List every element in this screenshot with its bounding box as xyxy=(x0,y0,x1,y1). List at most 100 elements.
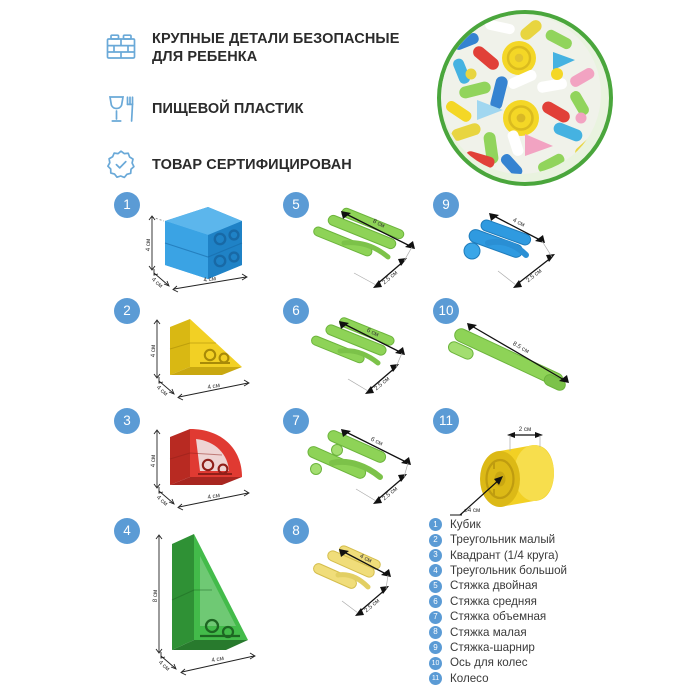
legend-number-badge: 6 xyxy=(429,595,442,609)
part-figure-7: 6 см 2.5 см xyxy=(292,417,432,512)
legend-item: 8 Стяжка малая xyxy=(429,625,691,640)
legend-number-badge: 7 xyxy=(429,610,442,624)
part-figure-8: 4 см 2.5 см xyxy=(292,533,432,628)
legend-item: 3 Квадрант (1/4 круга) xyxy=(429,548,691,563)
dim-height-3: 4 см xyxy=(150,455,157,468)
dim-depth-4: 4 см xyxy=(157,659,171,672)
feature-label: КРУПНЫЕ ДЕТАЛИ БЕЗОПАСНЫЕ ДЛЯ РЕБЕНКА xyxy=(152,30,400,65)
dim-width-11: 2 см xyxy=(519,426,532,433)
dim-width-2: 4 см xyxy=(207,382,221,391)
feature-item-food-safe: ПИЩЕВОЙ ПЛАСТИК xyxy=(100,84,430,134)
dim-width-5: 2.5 см xyxy=(381,269,399,286)
part-cell-5: 5 xyxy=(283,192,309,218)
part-number-badge: 2 xyxy=(114,298,140,324)
legend-item: 6 Стяжка средняя xyxy=(429,594,691,609)
part-figure-1: 4 см 4 см 4 см xyxy=(130,199,265,299)
part-figure-2: 4 см 4 см 4 см xyxy=(130,305,265,405)
legend-number-badge: 8 xyxy=(429,625,442,639)
part-cell-10: 10 xyxy=(433,298,459,324)
feature-item-large-parts: КРУПНЫЕ ДЕТАЛИ БЕЗОПАСНЫЕ ДЛЯ РЕБЕНКА xyxy=(100,18,430,78)
part-cell-7: 7 xyxy=(283,408,309,434)
legend-label: Колесо xyxy=(450,671,489,685)
part-number-badge: 9 xyxy=(433,192,459,218)
legend-item: 7 Стяжка объемная xyxy=(429,609,691,624)
dim-width-8: 2.5 см xyxy=(363,597,381,614)
dim-length-9: 4 см xyxy=(512,217,526,229)
legend-label: Треугольник малый xyxy=(450,533,556,547)
parts-legend: 1 Кубик 2 Треугольник малый 3 Квадрант (… xyxy=(429,517,691,686)
dim-width-7: 2.5 см xyxy=(381,485,399,502)
legend-number-badge: 5 xyxy=(429,579,442,593)
part-cell-2: 2 xyxy=(114,298,140,324)
part-number-badge: 8 xyxy=(283,518,309,544)
part-cell-4: 4 xyxy=(114,518,140,544)
food-safe-glass-fork-icon xyxy=(100,86,142,132)
legend-item: 2 Треугольник малый xyxy=(429,532,691,547)
dim-width-6: 2.5 см xyxy=(373,375,391,392)
part-number-badge: 1 xyxy=(114,192,140,218)
legend-number-badge: 1 xyxy=(429,518,442,532)
dim-diameter-11: ⌀4 см xyxy=(464,507,480,514)
legend-label: Стяжка-шарнир xyxy=(450,641,535,655)
dim-length-8: 4 см xyxy=(359,553,373,565)
legend-item: 4 Треугольник большой xyxy=(429,563,691,578)
dim-width-9: 2.5 см xyxy=(525,268,543,284)
part-number-badge: 7 xyxy=(283,408,309,434)
part-figure-3: 4 см 4 см 4 см xyxy=(130,415,265,515)
legend-label: Стяжка средняя xyxy=(450,594,537,608)
dim-height-4: 8 см xyxy=(152,590,159,603)
legend-number-badge: 4 xyxy=(429,564,442,578)
legend-number-badge: 2 xyxy=(429,533,442,547)
legend-item: 9 Стяжка-шарнир xyxy=(429,640,691,655)
part-figure-6: 6 см 2.5 см xyxy=(292,309,432,404)
legend-item: 11 Колесо xyxy=(429,671,691,686)
dim-length-7: 6 см xyxy=(369,436,383,448)
dim-depth-1: 4 см xyxy=(150,276,164,289)
lego-brick-icon xyxy=(100,25,142,71)
part-figure-4: 8 см 4 см 4 см xyxy=(130,522,270,676)
legend-number-badge: 10 xyxy=(429,656,442,670)
parts-grid: 1 xyxy=(0,185,700,676)
part-number-badge: 4 xyxy=(114,518,140,544)
certified-badge-icon xyxy=(100,142,142,188)
legend-item: 1 Кубик xyxy=(429,517,691,532)
dim-length-6: 6 см xyxy=(365,327,379,339)
legend-label: Треугольник большой xyxy=(450,564,568,578)
feature-label: ТОВАР СЕРТИФИЦИРОВАН xyxy=(152,156,352,173)
part-cell-3: 3 xyxy=(114,408,140,434)
part-figure-9: 4 см 2.5 см xyxy=(444,203,584,298)
part-number-badge: 6 xyxy=(283,298,309,324)
part-cell-1: 1 xyxy=(114,192,140,218)
dim-height-1: 4 см xyxy=(145,239,152,252)
part-cell-11: 11 xyxy=(433,408,459,434)
product-photo-image xyxy=(441,14,609,182)
feature-list: КРУПНЫЕ ДЕТАЛИ БЕЗОПАСНЫЕ ДЛЯ РЕБЕНКА ПИ… xyxy=(100,18,430,196)
part-number-badge: 5 xyxy=(283,192,309,218)
part-cell-6: 6 xyxy=(283,298,309,324)
legend-number-badge: 3 xyxy=(429,548,442,562)
product-photo-circle xyxy=(437,10,613,186)
legend-label: Кубик xyxy=(450,517,481,531)
dim-depth-2: 4 см xyxy=(155,384,169,397)
dim-width-3: 4 см xyxy=(207,492,221,501)
legend-label: Стяжка двойная xyxy=(450,579,538,593)
legend-item: 10 Ось для колес xyxy=(429,656,691,671)
dim-width-4: 4 см xyxy=(211,655,225,664)
feature-item-certified: ТОВАР СЕРТИФИЦИРОВАН xyxy=(100,140,430,190)
part-number-badge: 11 xyxy=(433,408,459,434)
part-figure-10: 8.5 см xyxy=(440,309,585,404)
legend-item: 5 Стяжка двойная xyxy=(429,579,691,594)
part-cell-8: 8 xyxy=(283,518,309,544)
dim-depth-3: 4 см xyxy=(155,494,169,507)
part-cell-9: 9 xyxy=(433,192,459,218)
feature-label: ПИЩЕВОЙ ПЛАСТИК xyxy=(152,100,304,117)
legend-label: Стяжка объемная xyxy=(450,610,547,624)
legend-label: Стяжка малая xyxy=(450,625,527,639)
legend-number-badge: 11 xyxy=(429,672,442,686)
dim-length-5: 8 см xyxy=(372,218,386,230)
part-number-badge: 10 xyxy=(433,298,459,324)
part-figure-11: 2 см ⌀4 см xyxy=(448,421,588,526)
legend-number-badge: 9 xyxy=(429,641,442,655)
part-figure-5: 8 см 2.5 см xyxy=(292,203,432,298)
